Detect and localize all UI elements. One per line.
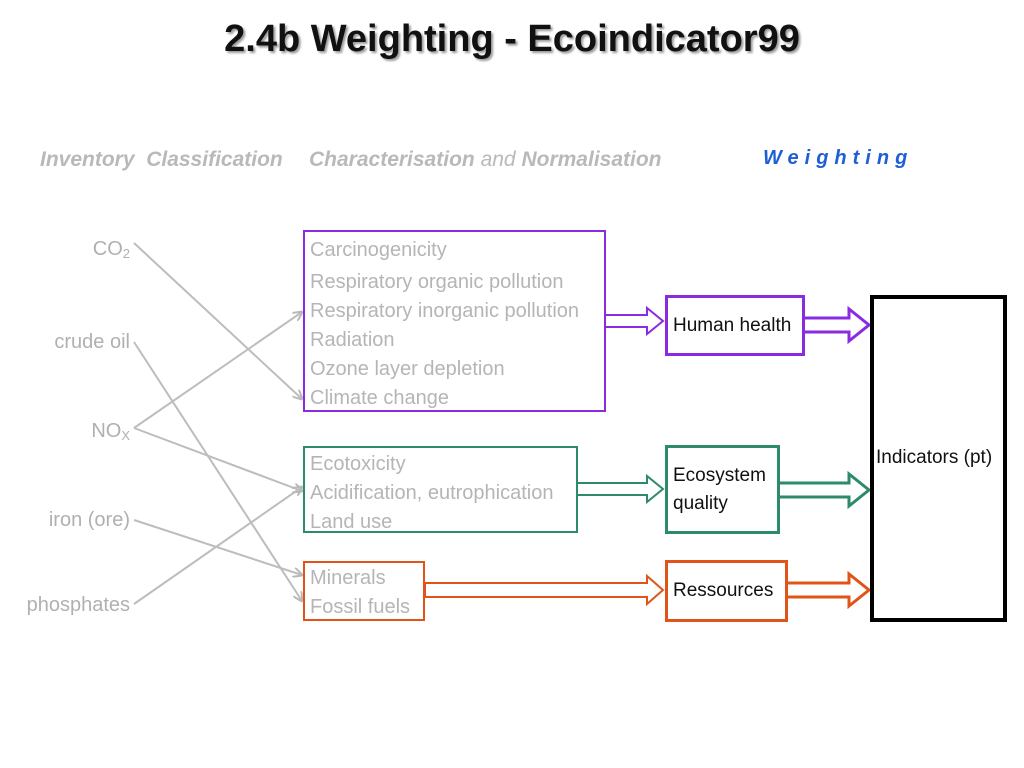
category-acidification: Acidification, eutrophication [310,482,554,504]
inventory-co2: CO2 [92,238,130,261]
category-land-use: Land use [310,511,393,533]
arrow-health-to-damage [605,305,665,337]
category-group-ecosystem: Ecotoxicity Acidification, eutrophicatio… [303,446,578,533]
header-normalisation: Normalisation [521,148,662,171]
inventory-phosphates: phosphates [26,594,130,616]
category-climate-change: Climate change [310,387,449,409]
arrow-ecosystem-to-damage [577,473,665,505]
arrow-health-to-indicator [804,305,872,345]
indicators-box: Indicators (pt) [870,295,1007,622]
header-and: and [480,148,516,171]
category-respiratory-inorganic: Respiratory inorganic pollution [310,300,580,322]
category-fossil-fuels: Fossil fuels [310,596,411,618]
damage-ecosystem-line2: quality [673,492,728,514]
indicators-label: Indicators (pt) [876,447,993,468]
category-minerals: Minerals [310,567,386,589]
inventory-nox: NOX [91,420,130,443]
header-characterisation-normalisation: Characterisation and Normalisation [309,148,662,172]
link-co2-climate [133,242,302,399]
header-weighting: Weighting [763,147,914,169]
header-inventory: Inventory [40,148,135,171]
category-ecotoxicity: Ecotoxicity [310,453,406,475]
category-ozone-depletion: Ozone layer depletion [310,358,505,380]
inventory-iron-ore: iron (ore) [48,509,130,531]
link-crudeoil-fossil [133,341,302,601]
header-inventory-classification: Inventory Classification [40,148,283,172]
link-iron-minerals [133,519,302,575]
header-classification: Classification [146,148,283,171]
category-group-health: Carcinogenicity Respiratory organic poll… [303,230,606,412]
arrow-minerals-to-damage [424,573,665,607]
damage-ecosystem-line1: Ecosystem [673,464,766,486]
link-nox-acidification [133,427,302,491]
category-respiratory-organic: Respiratory organic pollution [310,271,564,293]
category-group-resources: Minerals Fossil fuels [303,561,425,621]
category-radiation: Radiation [310,329,395,351]
header-characterisation: Characterisation [309,148,475,171]
link-nox-respiratory [133,312,302,429]
damage-human-health: Human health [665,295,805,356]
category-carcinogenicity: Carcinogenicity [310,239,447,261]
damage-resources: Ressources [665,560,788,622]
inventory-crude-oil: crude oil [54,331,130,353]
arrow-ecosystem-to-indicator [779,470,872,510]
damage-ecosystem-quality: Ecosystem quality [665,445,780,534]
link-phosphates-acidification [133,487,302,605]
arrow-resources-to-indicator [787,570,872,610]
page-title: 2.4b Weighting - Ecoindicator99 [224,18,800,60]
